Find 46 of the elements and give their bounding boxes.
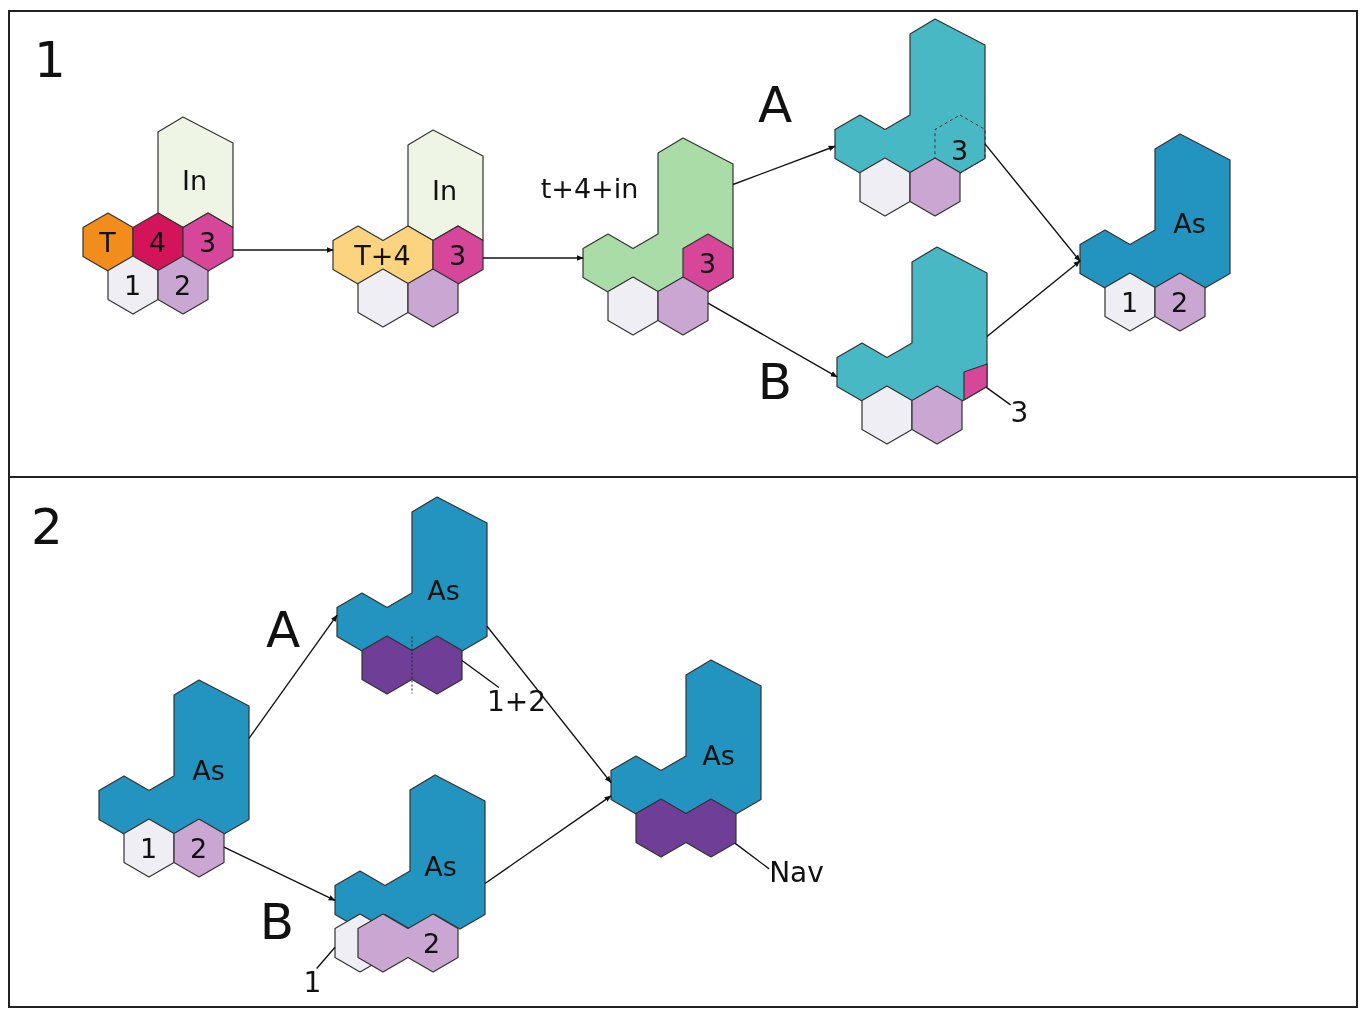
piece-label: As: [424, 852, 457, 879]
piece-label: 1: [139, 834, 158, 861]
piece-label: 1: [1120, 288, 1139, 315]
piece-label: As: [702, 741, 735, 768]
piece-label: 4: [148, 228, 167, 255]
leader-line: [985, 386, 1012, 406]
leader-line: [734, 842, 770, 870]
arrow: [484, 795, 612, 885]
piece-label: As: [192, 756, 225, 783]
leader-text: 1+2: [486, 687, 547, 716]
branch-letter: A: [265, 605, 301, 655]
leader-text: Nav: [769, 858, 824, 887]
piece-label: 2: [173, 271, 192, 298]
piece-label: 3: [198, 228, 217, 255]
branch-letter: A: [757, 80, 793, 130]
piece-label: As: [1173, 209, 1206, 236]
arrow: [482, 255, 584, 261]
arrow: [732, 145, 836, 186]
piece-label: T: [99, 228, 116, 255]
piece-label: 2: [189, 834, 208, 861]
branch-letter: B: [259, 897, 295, 947]
leader-line: [461, 659, 500, 689]
leader-line: [316, 946, 336, 970]
piece-label: 2: [1170, 288, 1189, 315]
panel-number: 1: [34, 35, 66, 85]
piece-label: 3: [950, 136, 969, 163]
piece-label: 2: [422, 929, 441, 956]
piece-label: In: [431, 176, 458, 203]
piece-label: T+4: [354, 241, 411, 268]
arrow: [986, 260, 1081, 338]
panel-frame: [8, 10, 1358, 478]
piece-label: In: [181, 166, 208, 193]
piece-label: 3: [698, 249, 717, 276]
arrow: [984, 143, 1081, 262]
assembly-caption: t+4+in: [540, 174, 639, 201]
leader-text: 1: [303, 968, 322, 997]
piece-label: As: [427, 576, 460, 603]
piece-label: 3: [448, 241, 467, 268]
panel-frame: [8, 476, 1358, 1008]
arrow: [232, 247, 334, 253]
piece-label: 1: [123, 271, 142, 298]
arrow: [486, 625, 612, 784]
branch-letter: B: [757, 357, 793, 407]
panel-number: 2: [31, 502, 63, 552]
leader-text: 3: [1010, 398, 1029, 427]
arrow: [248, 614, 338, 740]
